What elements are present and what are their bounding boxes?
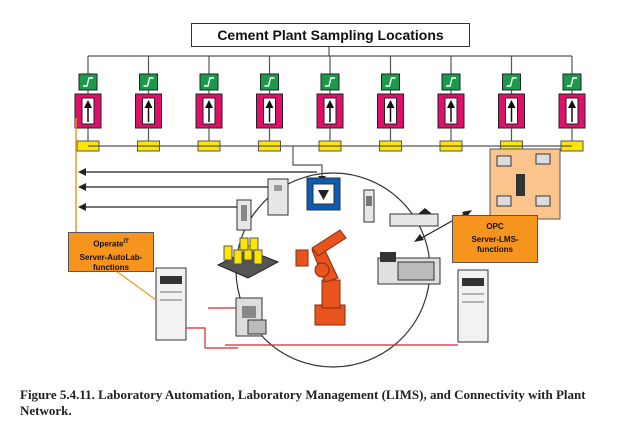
operate-it-box: OperateIT Server-AutoLab- functions xyxy=(68,232,154,272)
server-network-lines xyxy=(186,307,458,349)
opc-server-box: OPC Server-LMS- functions xyxy=(452,215,538,263)
sampling-point xyxy=(74,56,102,152)
sampling-point xyxy=(316,56,344,152)
tube-rack xyxy=(216,237,280,279)
sample-intake-unit xyxy=(306,177,341,211)
opc-line3: functions xyxy=(477,245,513,254)
server-left xyxy=(155,267,187,341)
robot-arm xyxy=(295,229,347,326)
operate-label: Operate xyxy=(93,239,124,249)
sampling-point xyxy=(377,56,404,152)
feed-line xyxy=(292,146,323,176)
server-right xyxy=(457,269,489,343)
sampling-bus xyxy=(88,46,572,57)
client-workstations-panel xyxy=(489,148,561,220)
opc-line2: Server-LMS- xyxy=(471,235,519,244)
sampling-point xyxy=(256,56,283,152)
sensor-device xyxy=(236,199,252,231)
conveyor-device xyxy=(389,208,439,227)
data-arrows xyxy=(80,171,317,208)
sample-dispenser xyxy=(363,189,375,223)
operate-superscript: IT xyxy=(123,239,129,245)
sampling-points xyxy=(74,56,586,152)
operate-line2: Server-AutoLab- xyxy=(79,252,143,262)
sampling-point xyxy=(135,56,162,152)
sampling-point xyxy=(498,56,525,152)
sampling-point xyxy=(195,56,223,152)
operate-line3: functions xyxy=(93,262,129,272)
figure-caption: Figure 5.4.11. Laboratory Automation, La… xyxy=(20,387,586,418)
opc-label: OPC xyxy=(486,222,504,231)
press-device xyxy=(235,297,267,337)
diagram-title: Cement Plant Sampling Locations xyxy=(191,23,470,47)
sampling-point xyxy=(558,56,586,152)
sampling-point xyxy=(437,56,465,152)
xrf-analyzer xyxy=(377,252,441,285)
analyzer-device xyxy=(267,178,289,216)
